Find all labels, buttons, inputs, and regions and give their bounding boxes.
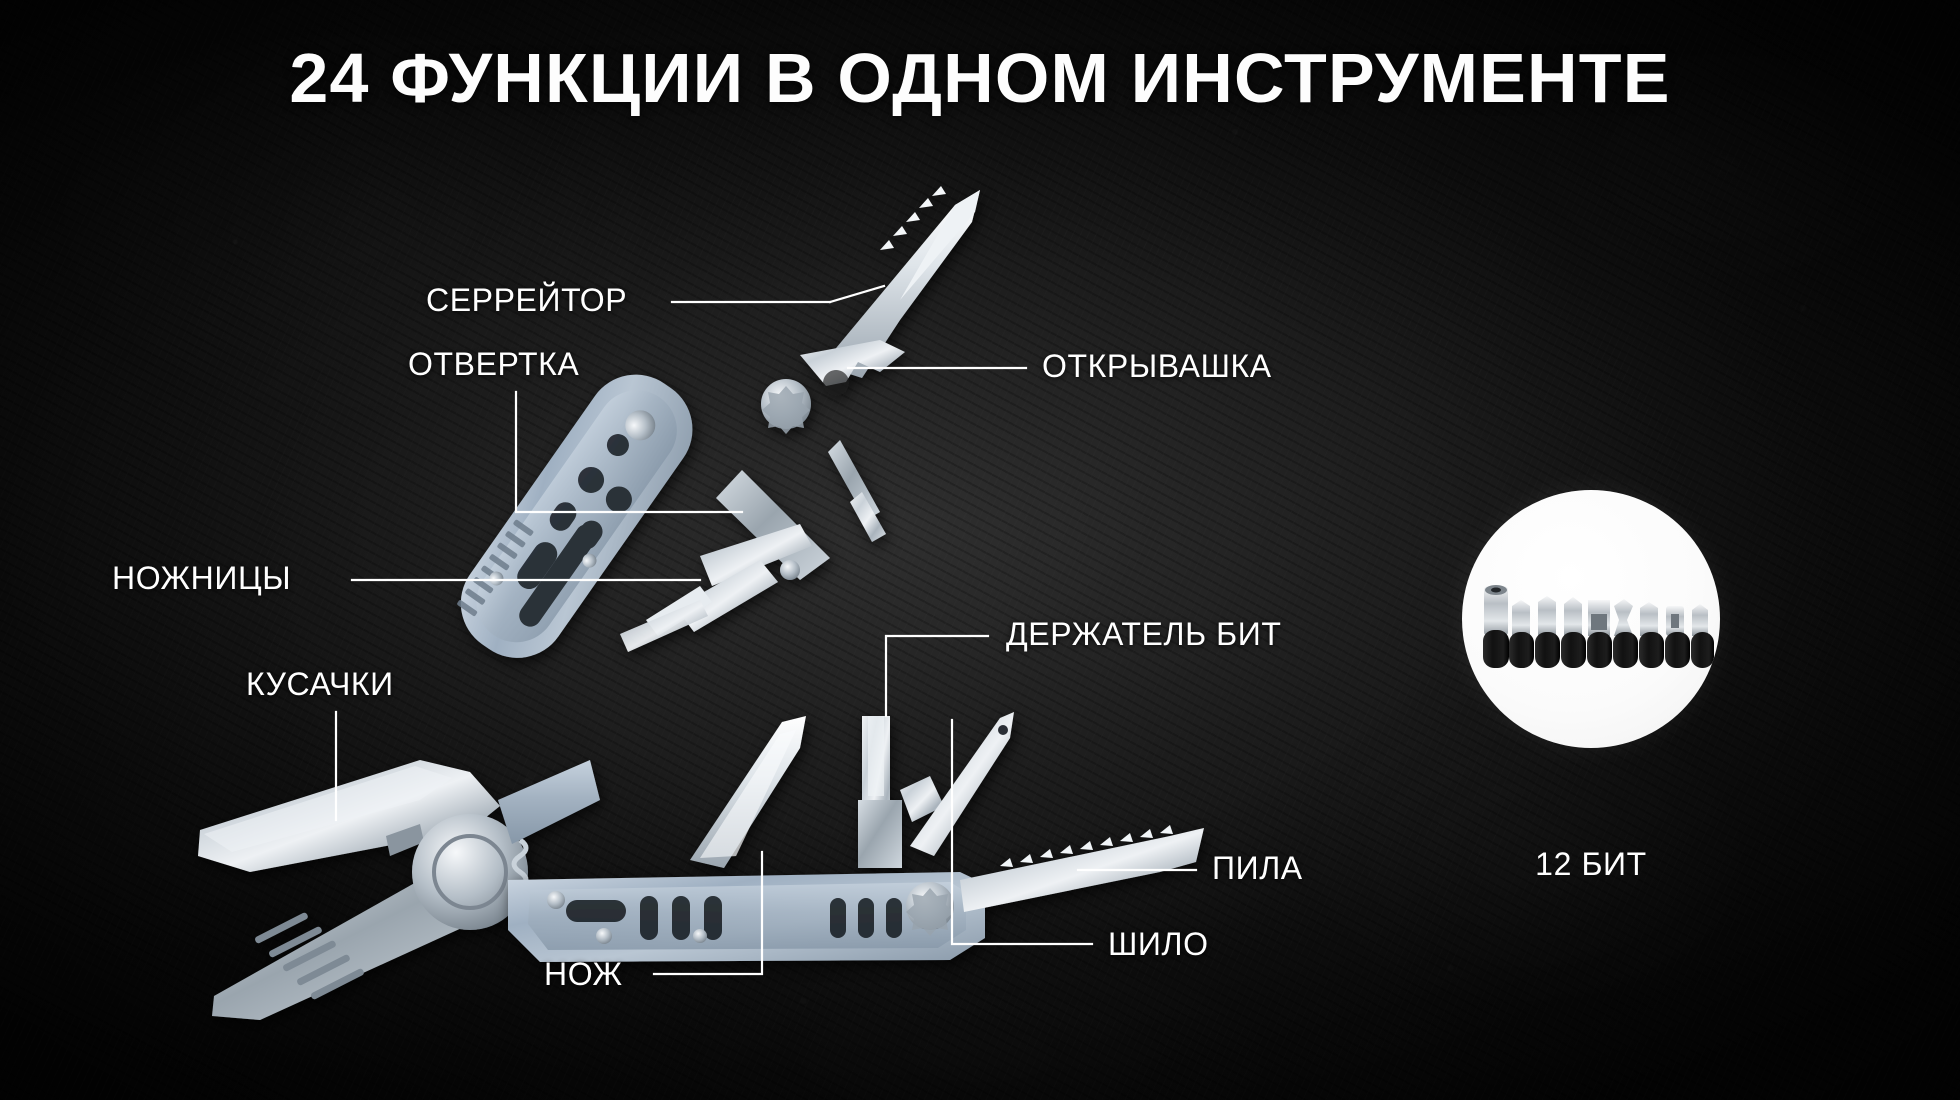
page-title: 24 ФУНКЦИИ В ОДНОМ ИНСТРУМЕНТЕ	[289, 39, 1671, 117]
callout-label-serrator: СЕРРЕЙТОР	[426, 282, 628, 318]
plier-head	[198, 760, 600, 1020]
callout-label-saw: ПИЛА	[1212, 850, 1303, 886]
callout-label-scissors: НОЖНИЦЫ	[112, 560, 292, 596]
lower-multitool-body	[508, 712, 1204, 962]
callout-label-cutters: КУСАЧКИ	[246, 666, 394, 702]
bits-set-illustration	[1483, 585, 1714, 668]
bits-count-caption: 12 БИТ	[1535, 846, 1647, 882]
bit-row	[1483, 585, 1690, 668]
upper-multitool-body	[457, 186, 980, 658]
callout-label-screwdriver: ОТВЕРТКА	[408, 346, 580, 382]
callout-label-knife: НОЖ	[544, 956, 623, 992]
callout-label-bit-holder: ДЕРЖАТЕЛЬ БИТ	[1006, 616, 1282, 652]
callout-label-bottle-opener: ОТКРЫВАШКА	[1042, 348, 1272, 384]
bits-circle-panel	[1462, 490, 1720, 748]
callout-label-awl: ШИЛО	[1108, 926, 1209, 962]
bit-row-extra	[1691, 604, 1714, 668]
